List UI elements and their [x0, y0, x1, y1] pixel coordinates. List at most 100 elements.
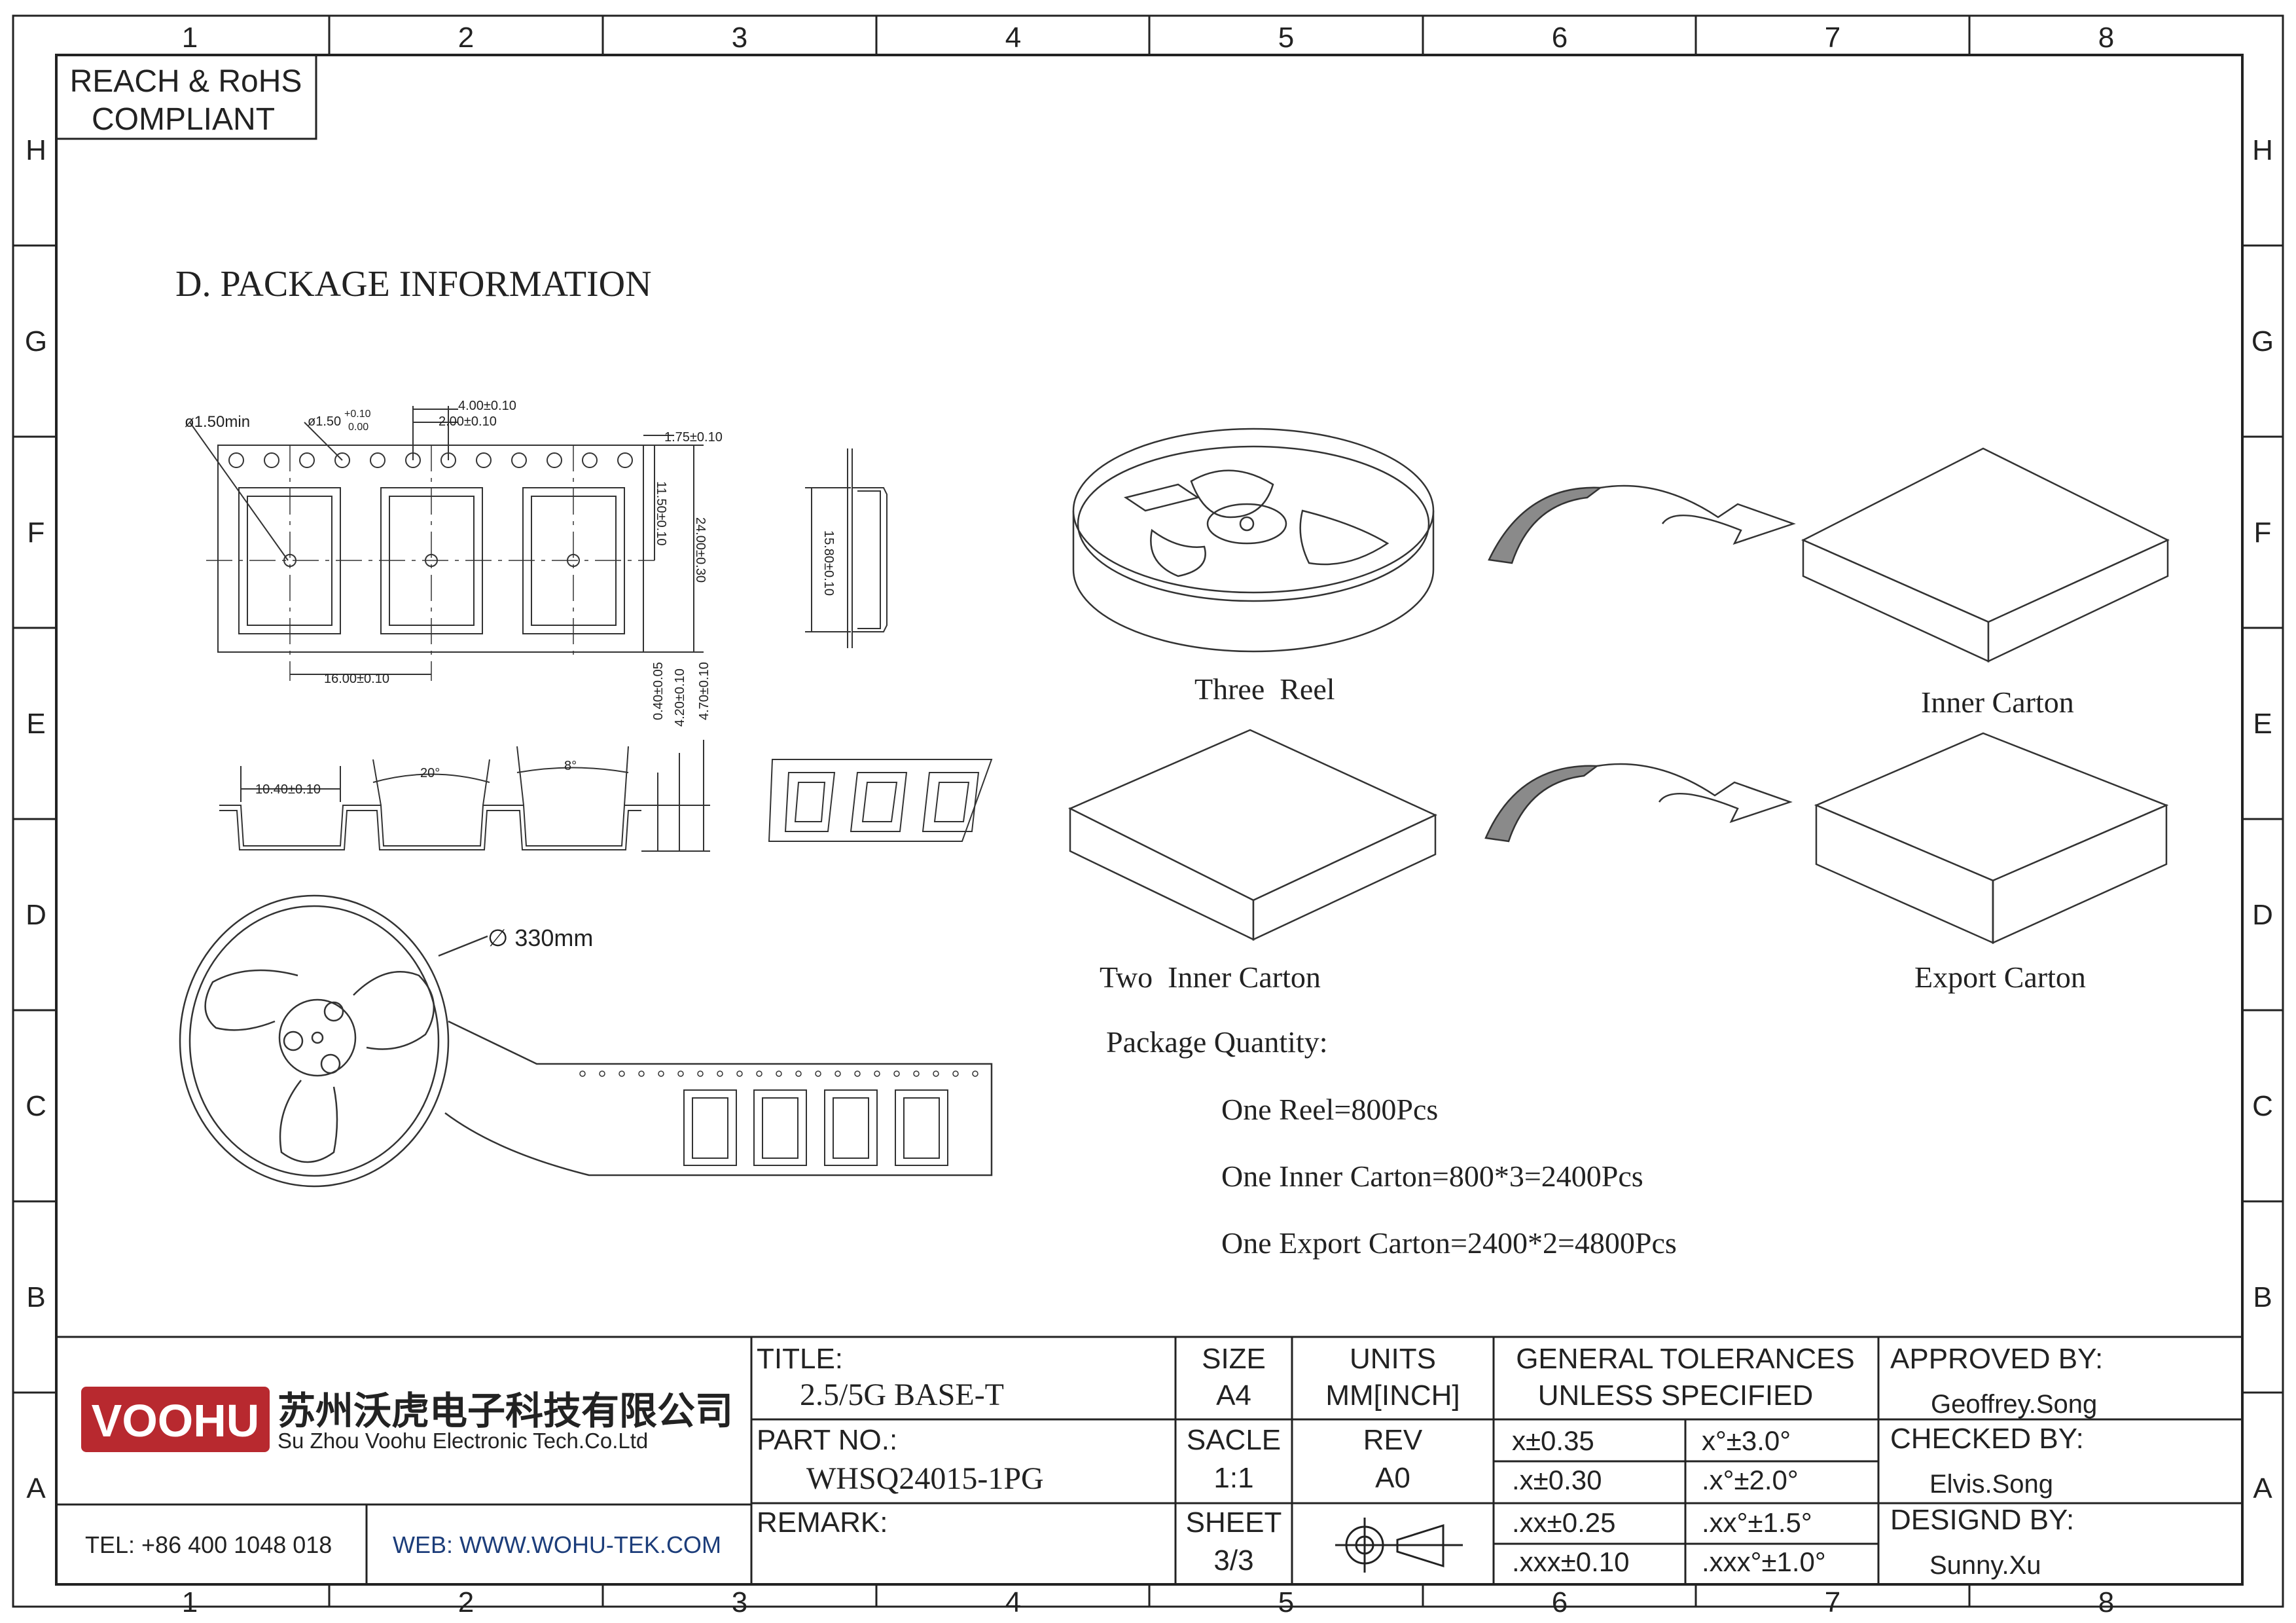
dim-hole-dia: ø1.50 — [308, 414, 341, 429]
dim-angle-8: 8° — [564, 759, 577, 773]
angle-tolerance-dot-xxx: .xxx°±1.0° — [1702, 1546, 1826, 1577]
col-label-3-bottom: 3 — [732, 1586, 747, 1618]
quantity-reel: One Reel=800Pcs — [1221, 1093, 1438, 1126]
row-label-g-left: G — [25, 325, 47, 357]
company-name-en: Su Zhou Voohu Electronic Tech.Co.Ltd — [278, 1429, 648, 1453]
compliance-box: REACH & RoHS COMPLIANT — [55, 54, 317, 140]
col-label-7-bottom: 7 — [1825, 1586, 1840, 1618]
col-label-2-top: 2 — [458, 22, 474, 54]
col-label-5-top: 5 — [1278, 22, 1294, 54]
col-label-8-bottom: 8 — [2098, 1586, 2114, 1618]
remark-label: REMARK: — [757, 1506, 888, 1539]
outer-border — [12, 14, 2284, 1608]
row-label-d-left: D — [26, 899, 46, 931]
reel-tape-parts — [683, 1089, 948, 1166]
angle-tolerance-dot-x: .x°±2.0° — [1702, 1465, 1799, 1495]
col-label-1-top: 1 — [182, 22, 198, 54]
tape-side-view — [805, 448, 888, 648]
dim-angle-20: 20° — [420, 766, 440, 780]
reel-with-tape — [179, 894, 993, 1188]
scale-label: SACLE — [1187, 1424, 1281, 1456]
company-web[interactable]: WEB: WWW.WOHU-TEK.COM — [393, 1531, 721, 1558]
logo-text: VOOHU — [92, 1395, 260, 1446]
tape-top-view — [189, 406, 704, 681]
title-block-lines — [56, 1336, 2242, 1584]
scale-value: 1:1 — [1213, 1462, 1253, 1494]
row-label-h-right: H — [2252, 134, 2273, 166]
part-number-label: PART NO.: — [757, 1424, 897, 1456]
dim-hole-tol-zero: 0.00 — [348, 422, 368, 433]
dim-edge: 1.75±0.10 — [664, 430, 723, 445]
two-inner-carton-box — [1068, 729, 1437, 941]
col-label-4-bottom: 4 — [1005, 1586, 1021, 1618]
sheet-label: SHEET — [1186, 1506, 1282, 1539]
reel-tape-holes — [579, 1070, 978, 1077]
angle-tolerance-x: x°±3.0° — [1702, 1425, 1791, 1456]
title-value: 2.5/5G BASE-T — [800, 1377, 1004, 1412]
dim-hole-min: ø1.50min — [185, 413, 250, 431]
approved-by-label: APPROVED BY: — [1890, 1343, 2103, 1375]
part-number-value: WHSQ24015-1PG — [806, 1461, 1044, 1496]
company-tel: TEL: +86 400 1048 018 — [85, 1531, 332, 1558]
tolerance-heading-2: UNLESS SPECIFIED — [1538, 1379, 1814, 1412]
dim-2400: 24.00±0.30 — [693, 517, 708, 583]
flow-arrow-2 — [1484, 763, 1793, 843]
column-ticks — [328, 16, 1971, 1607]
col-label-5-bottom: 5 — [1278, 1586, 1294, 1618]
dim-reel-diameter: ∅ 330mm — [488, 924, 593, 951]
row-label-f-left: F — [27, 517, 45, 549]
checked-by-value: Elvis.Song — [1929, 1470, 2053, 1499]
row-label-a-left: A — [26, 1472, 46, 1504]
row-label-e-right: E — [2253, 708, 2272, 740]
row-label-e-left: E — [26, 708, 45, 740]
dim-420: 4.20±0.10 — [673, 668, 687, 727]
col-label-2-bottom: 2 — [458, 1586, 474, 1618]
flow-arrow-1 — [1488, 484, 1796, 564]
inner-carton-box — [1801, 447, 2170, 663]
dim-pitch-2: 2.00±0.10 — [439, 414, 497, 429]
dim-pitch-16: 16.00±0.10 — [324, 672, 389, 686]
dim-1150: 11.50±0.10 — [654, 481, 668, 545]
label-three-reel: Three Reel — [1194, 672, 1335, 706]
col-label-6-bottom: 6 — [1552, 1586, 1568, 1618]
label-inner-carton: Inner Carton — [1921, 685, 2074, 719]
col-label-3-top: 3 — [732, 22, 747, 54]
row-label-c-right: C — [2252, 1090, 2273, 1122]
third-angle-projection-icon — [1335, 1518, 1463, 1573]
export-carton-box — [1814, 732, 2169, 944]
col-label-8-top: 8 — [2098, 22, 2114, 54]
col-label-6-top: 6 — [1552, 22, 1568, 54]
units-label: UNITS — [1350, 1343, 1436, 1375]
dim-pocket-1040: 10.40±0.10 — [255, 782, 321, 797]
tape-cross-section — [219, 740, 710, 852]
tolerance-dot-xx: .xx±0.25 — [1512, 1507, 1615, 1538]
title-label: TITLE: — [757, 1343, 843, 1375]
col-label-4-top: 4 — [1005, 22, 1021, 54]
label-export-carton: Export Carton — [1914, 960, 2086, 994]
quantity-heading: Package Quantity: — [1106, 1025, 1328, 1059]
row-label-a-right: A — [2253, 1472, 2272, 1504]
checked-by-label: CHECKED BY: — [1890, 1423, 2084, 1455]
row-label-h-left: H — [26, 134, 46, 166]
compliance-line-1: REACH & RoHS — [70, 64, 302, 99]
col-label-7-top: 7 — [1825, 22, 1840, 54]
tolerance-x: x±0.35 — [1512, 1425, 1594, 1456]
row-label-c-left: C — [26, 1090, 46, 1122]
tape-iso-view — [768, 759, 993, 842]
row-label-f-right: F — [2254, 517, 2272, 549]
row-label-b-left: B — [26, 1281, 45, 1313]
col-label-1-bottom: 1 — [182, 1586, 198, 1618]
designed-by-label: DESIGND BY: — [1890, 1504, 2074, 1536]
three-reel-stack — [1072, 428, 1435, 653]
section-title: D. PACKAGE INFORMATION — [175, 264, 652, 304]
dim-470: 4.70±0.10 — [697, 662, 711, 720]
approved-by-value: Geoffrey.Song — [1931, 1390, 2097, 1419]
dim-side-1580: 15.80±0.10 — [821, 530, 836, 596]
compliance-line-2: COMPLIANT — [92, 102, 275, 137]
rev-label: REV — [1363, 1424, 1423, 1456]
designed-by-value: Sunny.Xu — [1929, 1551, 2041, 1580]
row-label-b-right: B — [2253, 1281, 2272, 1313]
dim-pitch-4: 4.00±0.10 — [458, 399, 516, 413]
dim-hole-tol-plus: +0.10 — [344, 409, 371, 420]
